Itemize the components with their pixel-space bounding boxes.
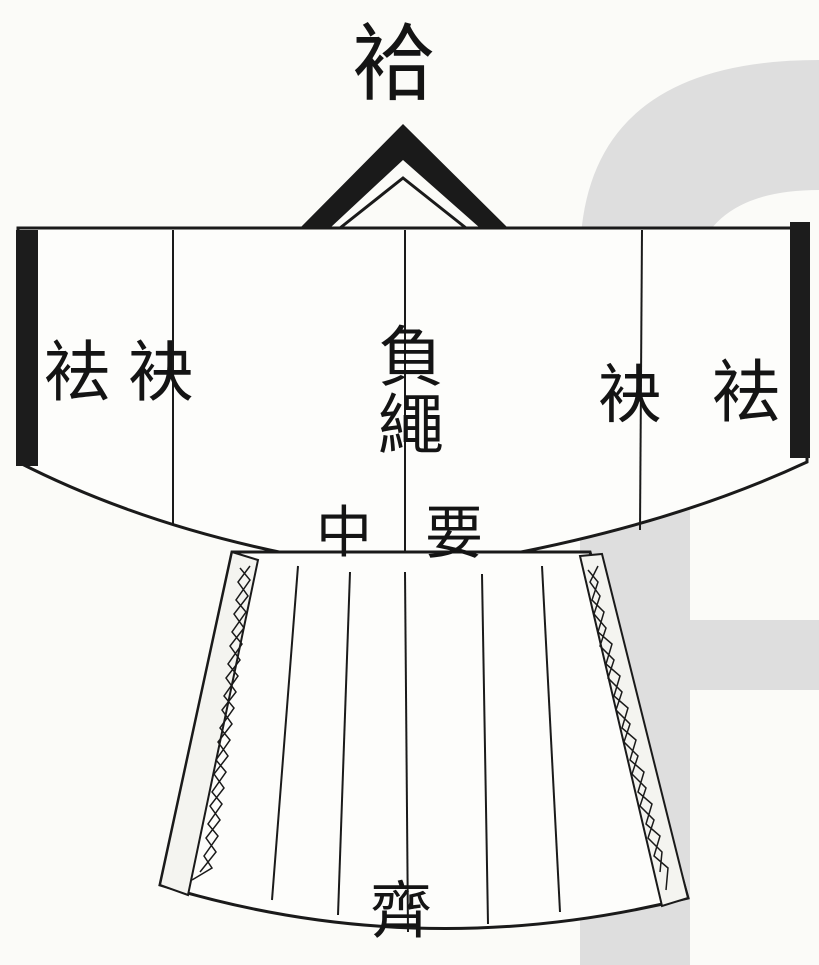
left-inner-label: 袂 xyxy=(128,334,194,411)
waist-left-label: 中 xyxy=(316,501,372,566)
upper-body xyxy=(16,222,810,574)
right-cuff xyxy=(790,222,810,458)
collar xyxy=(300,124,508,230)
center-top-label: 負繩 xyxy=(367,322,444,458)
waist-right-label: 要 xyxy=(425,499,484,567)
right-outer-label: 袪 xyxy=(712,354,781,433)
right-inner-label: 袂 xyxy=(598,359,662,433)
skirt xyxy=(158,550,690,933)
hem-label: 齊 xyxy=(370,874,433,947)
left-outer-label: 袪 xyxy=(44,334,110,411)
title-label: 袷 xyxy=(352,15,437,113)
left-cuff xyxy=(16,230,38,466)
